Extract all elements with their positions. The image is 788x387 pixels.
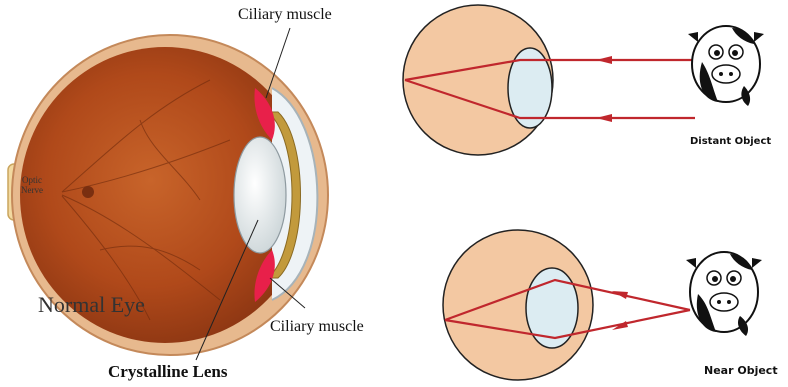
fovea xyxy=(82,186,94,198)
ciliary-muscle-bottom-label: Ciliary muscle xyxy=(270,318,364,336)
cow-icon xyxy=(688,26,764,106)
normal-eye-title: Normal Eye xyxy=(38,292,145,318)
optic-label-line1: Optic xyxy=(12,175,52,185)
near-object-diagram xyxy=(443,230,690,380)
arrowhead xyxy=(612,291,628,299)
crystalline-lens xyxy=(234,137,286,253)
ciliary-muscle-top-label: Ciliary muscle xyxy=(238,6,332,24)
crystalline-lens-label: Crystalline Lens xyxy=(108,362,227,382)
arrowhead xyxy=(596,114,612,122)
optic-label-line2: Nerve xyxy=(12,185,52,195)
distant-object-diagram xyxy=(403,5,695,155)
cow-icon xyxy=(686,252,762,336)
arrowhead xyxy=(596,56,612,64)
distant-object-label: Distant Object xyxy=(690,136,771,147)
near-object-label: Near Object xyxy=(704,364,778,377)
optic-nerve-label: Optic Nerve xyxy=(12,175,52,195)
